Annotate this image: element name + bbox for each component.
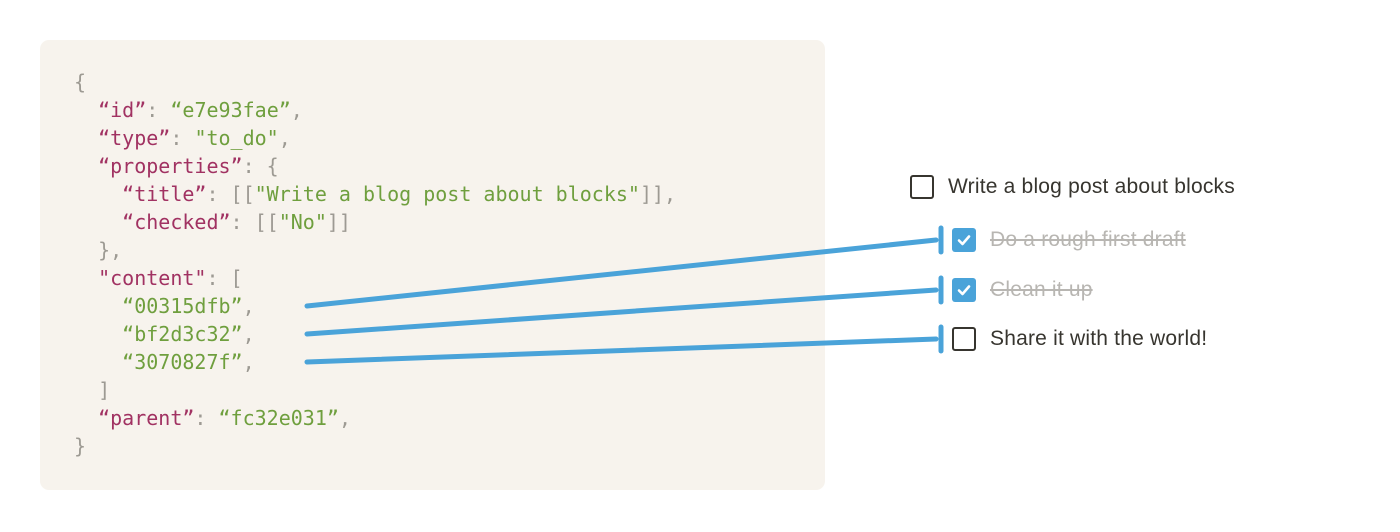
code-line: ] [74,376,825,404]
checkbox-unchecked-icon[interactable] [910,175,934,199]
code-token-punctuation: ] [74,378,111,402]
code-token-punctuation: , [338,406,351,430]
code-line: “3070827f”, [74,348,825,376]
code-token-punctuation: : [[ [230,210,279,234]
code-token-punctuation [74,154,98,178]
code-line: { [74,68,825,96]
code-line: “id”: “e7e93fae”, [74,96,825,124]
code-line: “parent”: “fc32e031”, [74,404,825,432]
code-token-punctuation [74,182,122,206]
code-token-punctuation: ]], [639,182,677,206]
code-line: “properties”: { [74,152,825,180]
code-token-punctuation: , [290,98,303,122]
code-token-string: “3070827f” [122,350,243,374]
code-token-punctuation: , [242,294,255,318]
code-token-punctuation: } [74,434,87,458]
code-token-punctuation: : [194,406,219,430]
code-token-punctuation [74,266,98,290]
code-token-string: “00315dfb” [122,294,243,318]
code-token-punctuation: : [[ [206,182,255,206]
code-token-key: "content" [98,266,207,290]
todo-label: Do a rough first draft [990,228,1186,251]
code-line: } [74,432,825,460]
code-token-key: “checked” [122,210,231,234]
code-token-punctuation: : [ [206,266,243,290]
code-line: “title”: [["Write a blog post about bloc… [74,180,825,208]
code-token-punctuation [74,406,98,430]
code-token-key: “parent” [98,406,195,430]
todo-label: Clean it up [990,278,1093,301]
code-token-string: "Write a blog post about blocks" [254,182,640,206]
code-token-punctuation: }, [74,238,123,262]
code-token-key: “title” [122,182,207,206]
code-line: "content": [ [74,264,825,292]
todo-item: Do a rough first draft [952,228,1186,252]
code-line: “00315dfb”, [74,292,825,320]
code-token-key: “properties” [98,154,243,178]
json-code-content: { “id”: “e7e93fae”, “type”: "to_do", “pr… [40,40,825,460]
code-token-string: “e7e93fae” [170,98,291,122]
code-token-punctuation [74,350,122,374]
code-token-punctuation [74,210,122,234]
code-token-punctuation: : [170,126,195,150]
code-token-string: "No" [278,210,327,234]
code-token-punctuation: : { [242,154,279,178]
code-token-string: "to_do" [194,126,279,150]
code-token-string: “bf2d3c32” [122,322,243,346]
code-token-punctuation: , [242,322,255,346]
code-token-punctuation [74,294,122,318]
code-token-punctuation: ]] [326,210,351,234]
checkbox-unchecked-icon[interactable] [952,327,976,351]
code-token-punctuation [74,126,98,150]
todo-label: Share it with the world! [990,327,1208,350]
code-token-key: “id” [98,98,147,122]
code-line: “bf2d3c32”, [74,320,825,348]
todo-item: Write a blog post about blocks [910,175,1235,199]
code-token-key: “type” [98,126,171,150]
code-token-punctuation: , [278,126,291,150]
todo-label: Write a blog post about blocks [948,175,1235,198]
code-token-punctuation [74,322,122,346]
checkbox-checked-icon[interactable] [952,228,976,252]
json-code-card: { “id”: “e7e93fae”, “type”: "to_do", “pr… [40,40,825,490]
checkbox-checked-icon[interactable] [952,278,976,302]
todo-item: Share it with the world! [952,327,1207,351]
code-line: “checked”: [["No"]] [74,208,825,236]
code-line: “type”: "to_do", [74,124,825,152]
code-token-punctuation [74,98,98,122]
code-token-punctuation: { [74,70,87,94]
todo-item: Clean it up [952,278,1093,302]
code-token-string: “fc32e031” [218,406,339,430]
code-token-punctuation: : [146,98,171,122]
code-line: }, [74,236,825,264]
code-token-punctuation: , [242,350,255,374]
